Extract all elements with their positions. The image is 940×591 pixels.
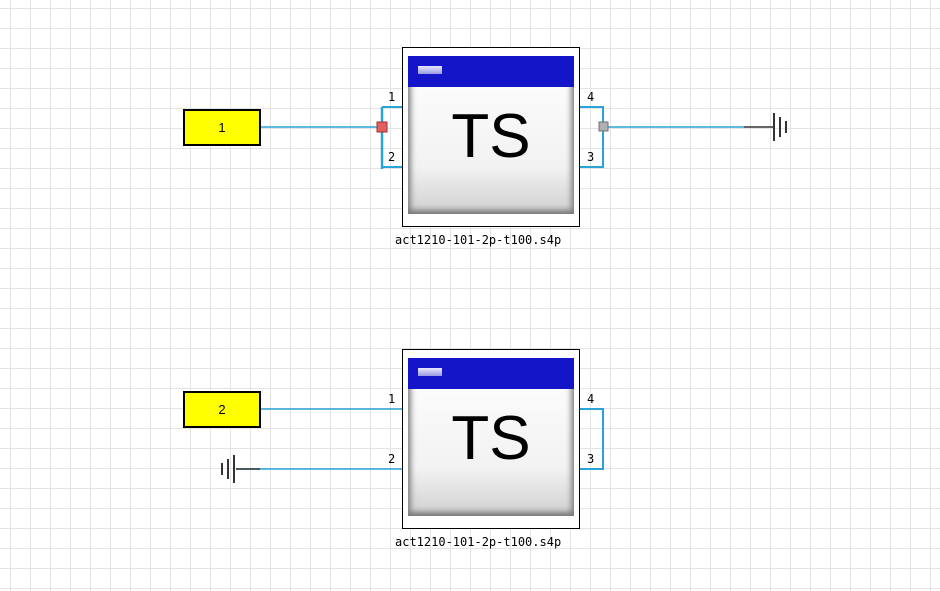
wire-block2-right-loop[interactable] bbox=[580, 408, 604, 470]
block-title: TS bbox=[451, 404, 531, 473]
wire-block1-pin4-stub[interactable] bbox=[580, 106, 604, 127]
block-title: TS bbox=[451, 102, 531, 171]
wire-block1-pin3-stub[interactable] bbox=[580, 127, 604, 168]
pin-label-4: 4 bbox=[587, 90, 595, 104]
pin-label-3: 3 bbox=[587, 150, 595, 164]
touchstone-window-icon: TS bbox=[408, 358, 574, 516]
block-file-caption: act1210-101-2p-t100.s4p bbox=[395, 233, 562, 247]
block-file-caption: act1210-101-2p-t100.s4p bbox=[395, 535, 562, 549]
touchstone-block-2[interactable]: TS bbox=[402, 349, 580, 529]
port-marker-icon[interactable] bbox=[376, 121, 388, 133]
port-label-text: 1 bbox=[218, 120, 226, 135]
pin-label-2: 2 bbox=[388, 150, 396, 164]
pin-label-1: 1 bbox=[388, 392, 396, 406]
pin-label-2: 2 bbox=[388, 452, 396, 466]
port-label-text: 2 bbox=[218, 402, 226, 417]
pin-label-4: 4 bbox=[587, 392, 595, 406]
ground-icon[interactable] bbox=[221, 455, 260, 483]
ground-icon[interactable] bbox=[744, 113, 787, 141]
window-titlebar bbox=[408, 358, 574, 389]
touchstone-block-1[interactable]: TS bbox=[402, 47, 580, 227]
port-label-1[interactable]: 1 bbox=[183, 109, 261, 146]
pin-label-1: 1 bbox=[388, 90, 396, 104]
port-label-2[interactable]: 2 bbox=[183, 391, 261, 428]
port-marker-icon[interactable] bbox=[598, 121, 609, 132]
window-titlebar bbox=[408, 56, 574, 87]
pin-label-3: 3 bbox=[587, 452, 595, 466]
touchstone-window-icon: TS bbox=[408, 56, 574, 214]
window-titlebar-icon bbox=[418, 66, 442, 74]
window-titlebar-icon bbox=[418, 368, 442, 376]
